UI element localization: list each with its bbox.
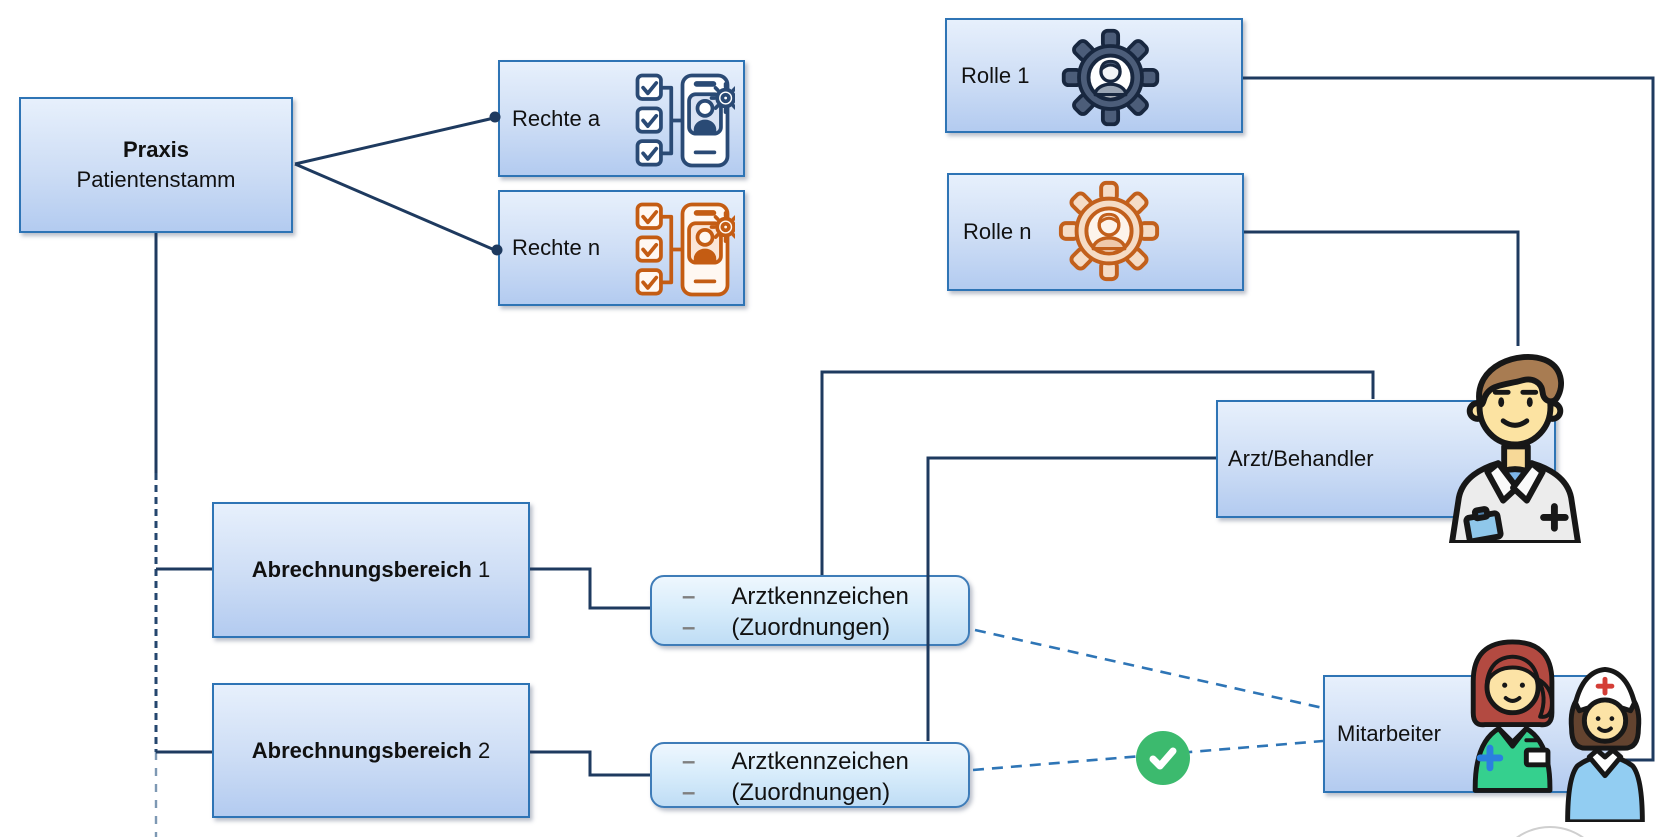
mitarbeiter-label: Mitarbeiter [1337, 721, 1441, 746]
connector-rollen-arzt [1244, 230, 1520, 346]
rechte-a-label: Rechte a [512, 105, 601, 131]
ak1-line1: Arztkennzeichen [731, 583, 909, 610]
bullet-dash: – [682, 779, 696, 806]
doctor-illustration [1449, 353, 1581, 543]
ab2-number: 2 [477, 737, 491, 763]
node-rechte-a: Rechte a [498, 60, 745, 177]
gear-user-icon [1061, 28, 1160, 127]
rolle-n-label: Rolle n [963, 219, 1032, 244]
ak1-line2: (Zuordnungen) [731, 614, 891, 641]
node-arztkennzeichen-2: – Arztkennzeichen – (Zuordnungen) [650, 742, 970, 808]
ab1-label: Abrechnungsbereich [251, 557, 472, 582]
bullet-dash: – [682, 614, 696, 641]
praxis-title: Praxis [122, 137, 190, 162]
bullet-dash: – [682, 748, 696, 775]
gray-arc-decoration [1492, 826, 1608, 837]
checklist-phone-icon [635, 202, 735, 297]
rechte-n-label: Rechte n [512, 235, 601, 260]
checklist-phone-icon [635, 73, 735, 168]
ak2-line1: Arztkennzeichen [731, 748, 909, 775]
node-rolle-n: Rolle n [947, 173, 1244, 291]
node-rechte-n: Rechte n [498, 190, 745, 306]
node-abrechnungsbereich-2: Abrechnungsbereich 2 [212, 683, 530, 818]
node-abrechnungsbereich-1: Abrechnungsbereich 1 [212, 502, 530, 638]
connector-ab2-ak2 [530, 750, 650, 777]
node-arztkennzeichen-1: – Arztkennzeichen – (Zuordnungen) [650, 575, 970, 646]
node-rolle-1: Rolle 1 [945, 18, 1243, 133]
ak2-line2: (Zuordnungen) [731, 779, 891, 806]
rolle-1-label: Rolle 1 [961, 62, 1030, 88]
medical-staff-illustration [1470, 639, 1645, 822]
connector-praxis-rechte-n [294, 162, 498, 253]
ab1-number: 1 [477, 557, 491, 582]
ab2-label: Abrechnungsbereich [251, 737, 472, 763]
node-praxis: Praxis Patientenstamm [19, 97, 293, 233]
connector-ak2-arzt [926, 456, 1216, 741]
bullet-dash: – [682, 583, 696, 610]
connector-ab1-ak1 [530, 567, 650, 610]
praxis-subtitle: Patientenstamm [76, 167, 236, 192]
check-circle-icon [1136, 731, 1190, 785]
arzt-behandler-label: Arzt/Behandler [1228, 446, 1374, 471]
gear-user-icon [1058, 180, 1160, 282]
connector-ak1-mitarbeiter-dashed [974, 628, 1324, 710]
connector-praxis-rechte-a [294, 116, 495, 166]
